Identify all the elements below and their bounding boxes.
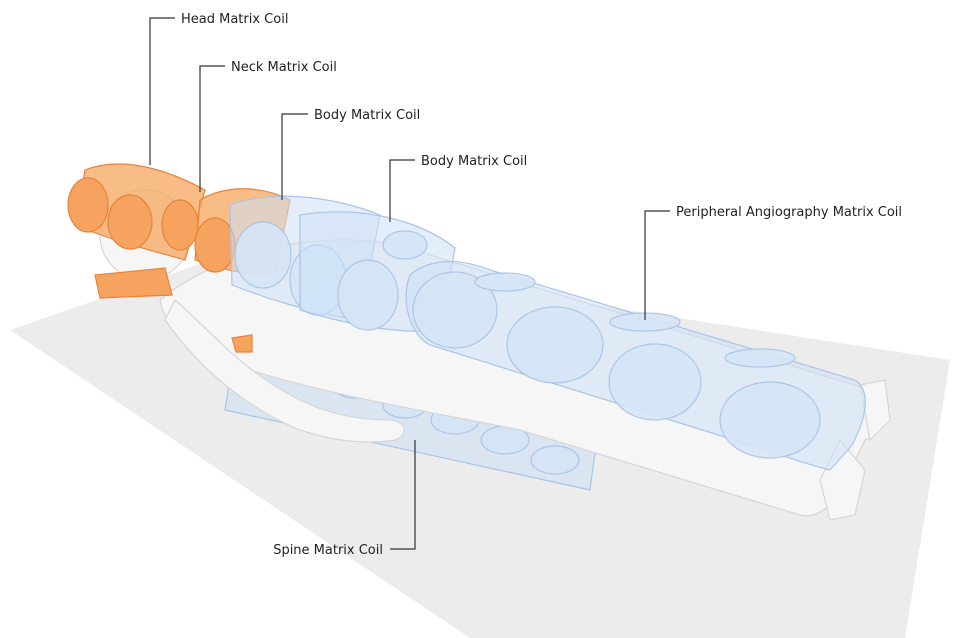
head-coil-label: Head Matrix Coil (181, 12, 288, 27)
spine-coil-label: Spine Matrix Coil (273, 543, 383, 558)
body-coil-lower-label: Body Matrix Coil (421, 154, 527, 169)
peripheral-coil-label: Peripheral Angiography Matrix Coil (676, 205, 902, 220)
body-coil-upper-label: Body Matrix Coil (314, 108, 420, 123)
peripheral-leader-line (645, 211, 670, 320)
head-leader-line (150, 18, 175, 165)
neck-leader-line (200, 66, 225, 192)
body-lower-leader-line (390, 160, 415, 222)
body-upper-leader-line (282, 114, 308, 200)
neck-coil-label: Neck Matrix Coil (231, 60, 337, 75)
